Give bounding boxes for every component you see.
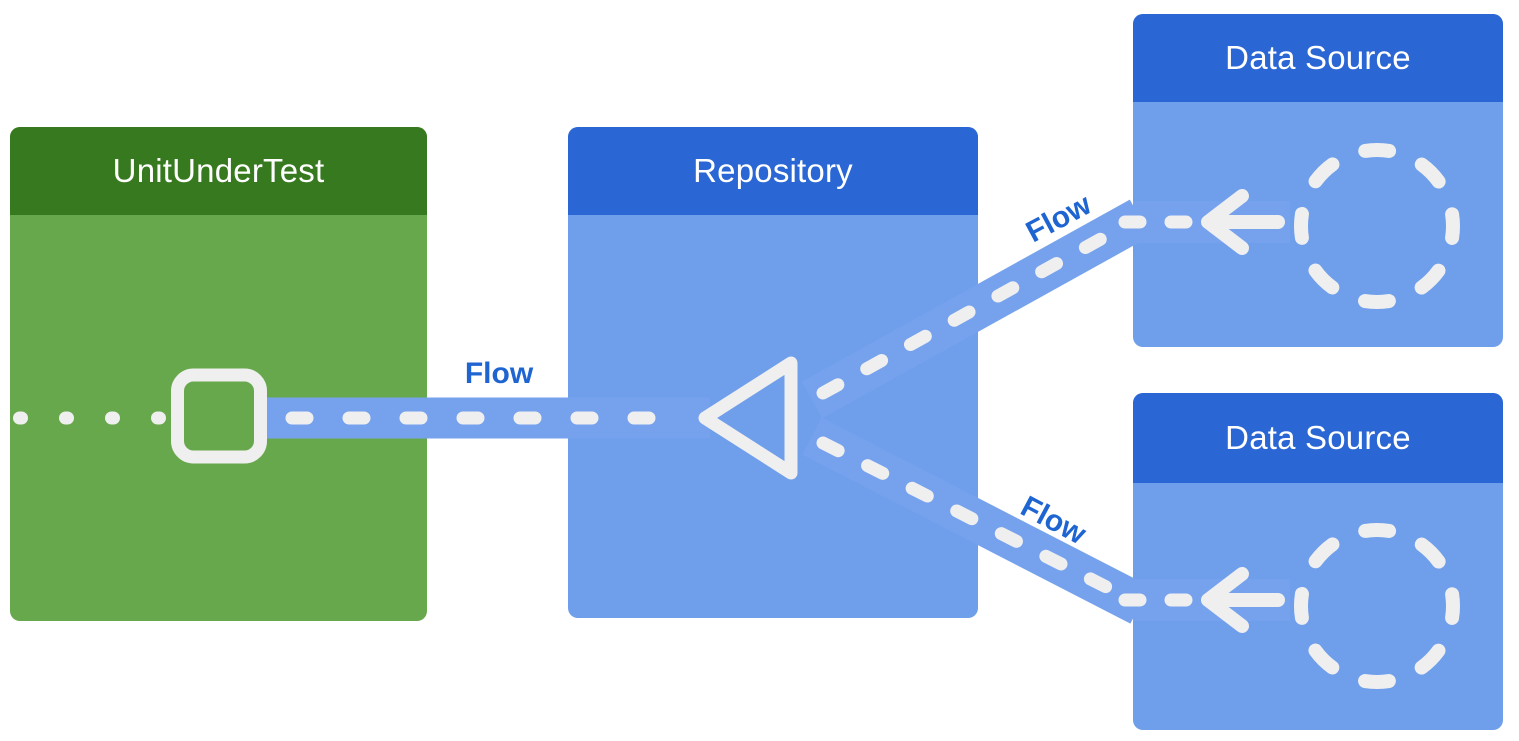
unit-under-test-header: UnitUnderTest: [10, 127, 427, 215]
flow-label-upper: Flow: [1020, 187, 1097, 250]
repository-box: Repository: [568, 127, 978, 618]
data-source-bottom-box: Data Source: [1133, 393, 1503, 730]
data-source-top-title: Data Source: [1225, 39, 1411, 76]
repository-title: Repository: [693, 152, 853, 189]
data-source-bottom-title: Data Source: [1225, 419, 1411, 456]
flow-label-lower: Flow: [1015, 489, 1092, 552]
repository-header: Repository: [568, 127, 978, 215]
flow-label-horizontal: Flow: [464, 357, 534, 390]
data-source-top-box: Data Source: [1133, 14, 1503, 347]
unit-under-test-box: UnitUnderTest: [10, 127, 427, 621]
unit-under-test-title: UnitUnderTest: [112, 152, 325, 189]
data-source-top-header: Data Source: [1133, 14, 1503, 102]
data-source-bottom-header: Data Source: [1133, 393, 1503, 483]
